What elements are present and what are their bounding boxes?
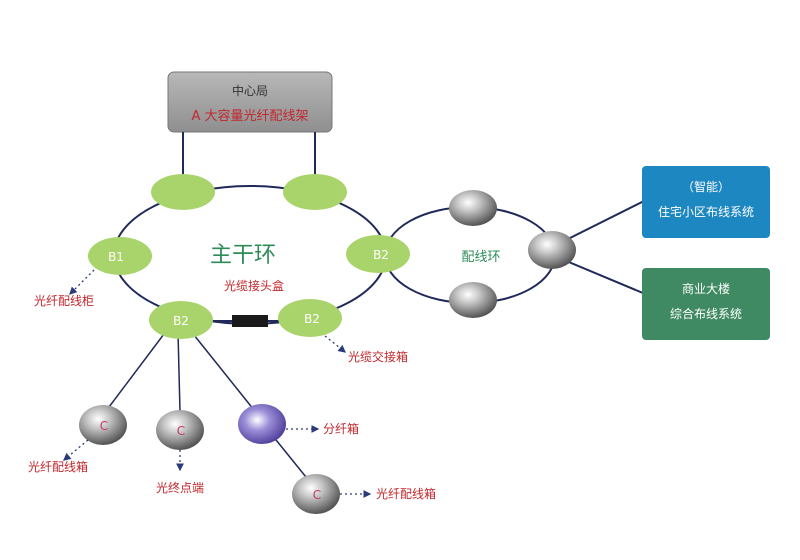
commercial-system-line2: 综合布线系统 [670,306,742,321]
smart-system-line1: （智能） [682,179,730,194]
c-node-2-label: C [177,424,185,438]
label-fiber-distribution-box-left: 光纤配线箱 [28,459,88,474]
dist-hub-node [528,231,576,269]
trunk-node-b2-right: B2 [346,235,410,273]
splice-box-label: 光缆接头盒 [224,278,284,293]
link-b2-splitter [189,329,263,421]
trunk-ring-label: 主干环 [210,243,276,268]
commercial-system-line1: 商业大楼 [682,281,730,296]
c-node-1: C [79,405,127,445]
trunk-node-b2-bottom-right: B2 [278,299,342,337]
c-node-3: C [292,474,340,514]
trunk-node-b2-bottom-left: B2 [149,301,213,339]
trunk-node-top-left [151,174,215,210]
node-b2-bottom-left-label: B2 [173,314,189,328]
trunk-node-top-right [283,174,347,210]
central-office-subtitle: A 大容量光纤配线架 [191,108,308,124]
splitter-node [238,404,286,444]
splice-box [232,315,268,327]
label-fiber-distribution-cabinet: 光纤配线柜 [34,294,94,308]
arrow-c1-box [63,439,89,461]
label-splitter-box: 分纤箱 [323,421,359,436]
label-cable-cross-connect-box: 光缆交接箱 [348,349,408,364]
label-fiber-terminal: 光终点端 [156,480,204,495]
smart-residential-system-box: （智能） 住宅小区布线系统 [642,166,770,238]
node-b2-bottom-right-label: B2 [304,312,320,326]
dist-node-bottom [449,282,497,318]
smart-system-line2: 住宅小区布线系统 [658,204,754,219]
c-node-1-label: C [100,419,108,433]
c-node-2: C [156,410,204,450]
distribution-ring-label: 配线环 [461,250,500,265]
commercial-building-system-box: 商业大楼 综合布线系统 [642,268,770,340]
arrow-b1-cabinet [69,269,95,295]
link-b2-c1 [102,329,168,416]
trunk-node-b1: B1 [88,237,152,275]
node-b1-label: B1 [108,250,124,264]
arrow-b2-cross-box [324,335,347,353]
dist-node-top [449,190,497,226]
central-office-box: 中心局 A 大容量光纤配线架 [167,71,333,133]
link-b2-c2 [177,331,181,413]
label-fiber-distribution-box-right: 光纤配线箱 [376,486,436,501]
central-office-title: 中心局 [232,83,268,98]
c-node-3-label: C [313,488,321,502]
node-b2-right-label: B2 [373,248,389,262]
